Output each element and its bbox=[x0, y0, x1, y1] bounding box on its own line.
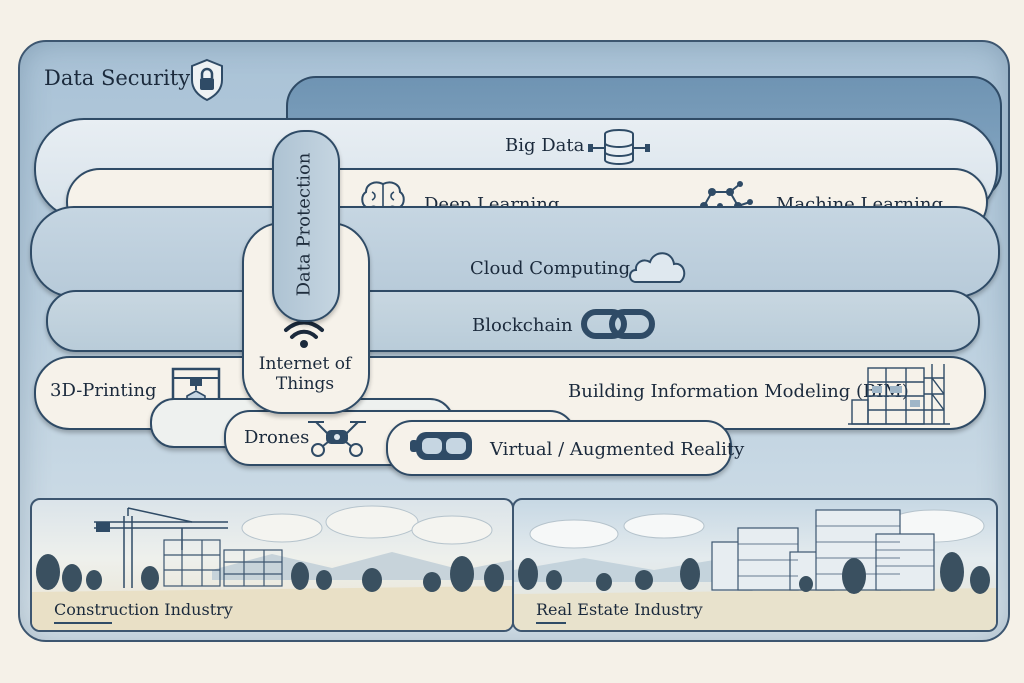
construction-scene-illustration bbox=[32, 505, 512, 630]
vr-headset-icon bbox=[410, 432, 472, 460]
wifi-icon bbox=[284, 320, 324, 348]
real-estate-scene-illustration bbox=[514, 509, 996, 630]
real-estate-industry-panel: Real Estate Industry bbox=[512, 498, 998, 632]
layer-cloud-computing bbox=[30, 206, 1000, 298]
construction-industry-panel: Construction Industry bbox=[30, 498, 514, 632]
shield-lock-icon bbox=[191, 58, 223, 102]
blockchain-label: Blockchain bbox=[472, 315, 573, 336]
drone-icon bbox=[308, 421, 366, 457]
real-estate-underline bbox=[536, 622, 566, 624]
pillar-data-protection bbox=[272, 130, 340, 322]
bim-label: Building Information Modeling (BIM) bbox=[568, 381, 909, 402]
building-icon bbox=[848, 364, 950, 425]
chain-link-icon bbox=[581, 309, 655, 339]
iot-label: Internet of Things bbox=[258, 354, 352, 394]
data-protection-label-wrap: Data Protection bbox=[272, 130, 336, 318]
drones-label: Drones bbox=[244, 427, 310, 448]
cloud-computing-label: Cloud Computing bbox=[470, 258, 631, 279]
real-estate-industry-label: Real Estate Industry bbox=[536, 600, 703, 619]
construction-underline bbox=[54, 622, 112, 624]
cloud-icon bbox=[629, 252, 686, 283]
big-data-label: Big Data bbox=[505, 135, 585, 156]
database-icon bbox=[588, 129, 650, 165]
data-protection-label: Data Protection bbox=[293, 152, 315, 296]
construction-industry-label: Construction Industry bbox=[54, 600, 233, 619]
3d-printing-label: 3D-Printing bbox=[50, 380, 157, 401]
layer-blockchain bbox=[46, 290, 980, 352]
vr-ar-label: Virtual / Augmented Reality bbox=[490, 439, 745, 460]
diagram-title: Data Security bbox=[44, 66, 191, 90]
